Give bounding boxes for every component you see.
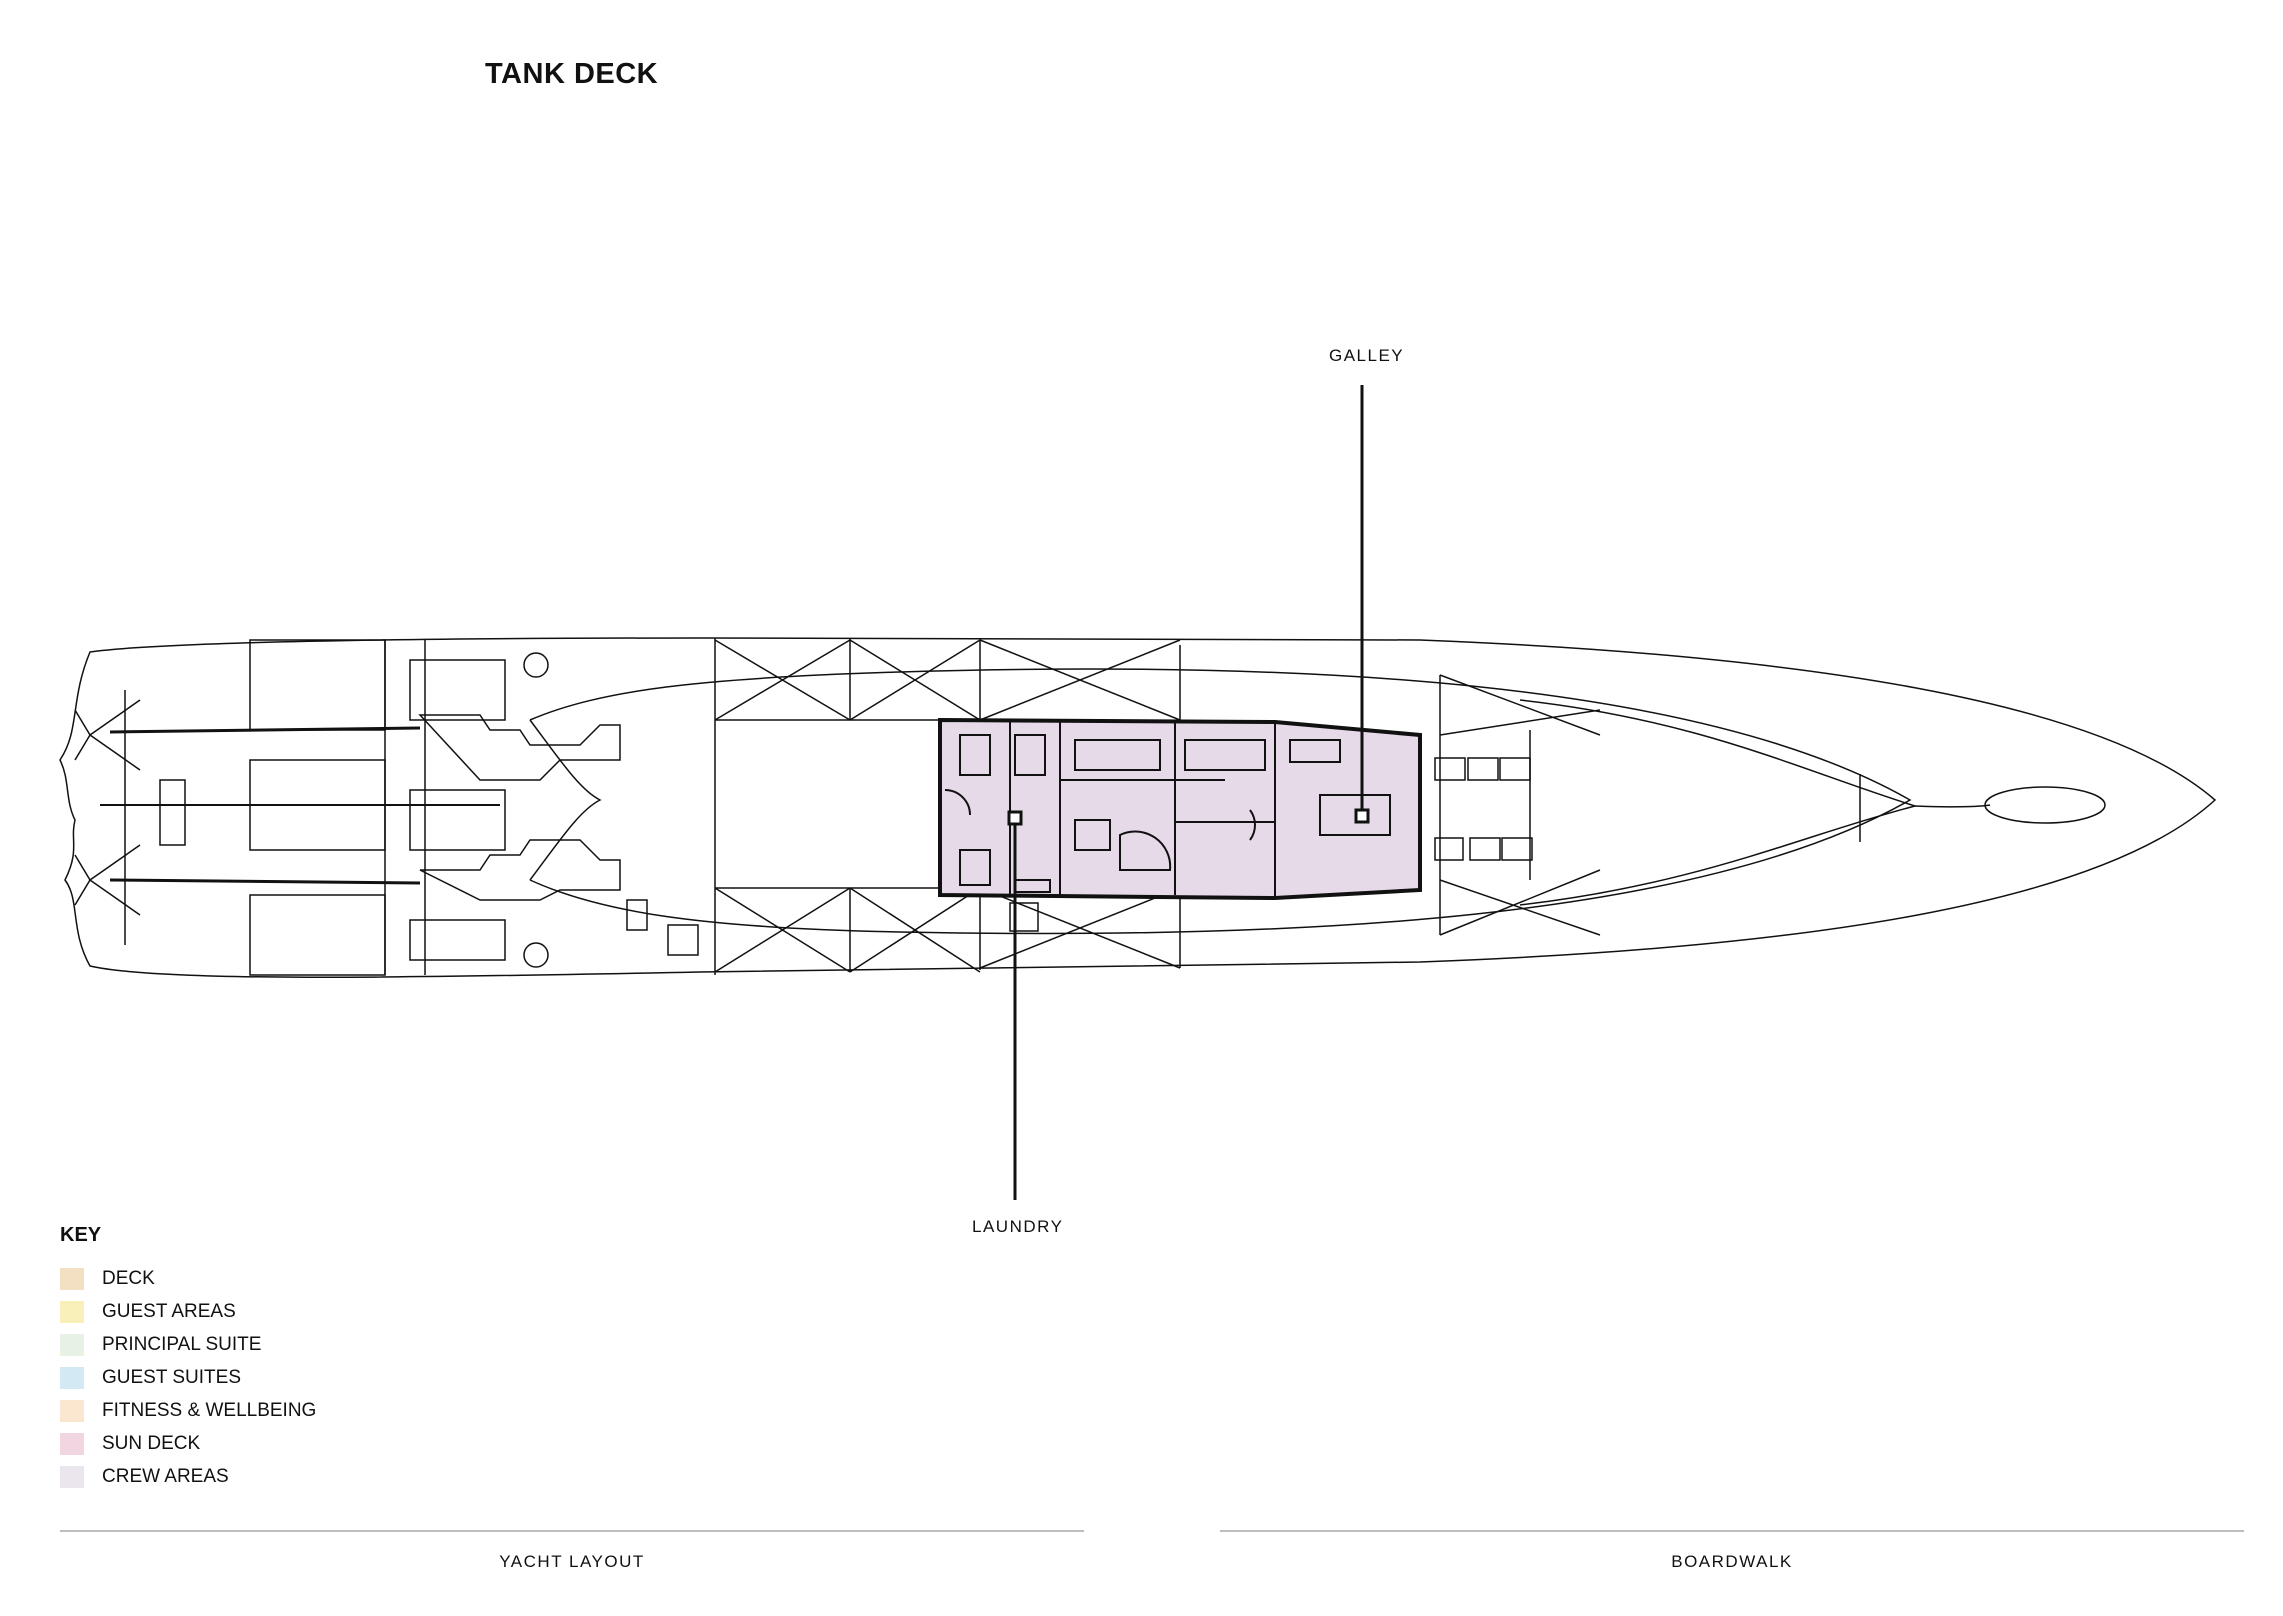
key-swatch [60,1432,84,1455]
key-item-sun-deck: SUN DECK [60,1427,316,1460]
key-item-guest-suites: GUEST SUITES [60,1361,316,1394]
key-label: DECK [102,1267,155,1289]
key-swatch [60,1366,84,1389]
footer-boardwalk: BOARDWALK [1671,1552,1793,1571]
key-item-deck: DECK [60,1262,316,1295]
bow-anchor [1984,786,2106,824]
key-item-fitness: FITNESS & WELLBEING [60,1394,316,1427]
footer-rule-right [1220,1530,2244,1532]
key-swatch [60,1465,84,1488]
key-swatch [60,1399,84,1422]
laundry-label: LAUNDRY [972,1217,1064,1236]
key-label: GUEST AREAS [102,1300,236,1322]
key-legend: DECK GUEST AREAS PRINCIPAL SUITE GUEST S… [60,1262,316,1493]
galley-label: GALLEY [1329,346,1405,365]
crew-area-block [938,717,1422,901]
key-label: PRINCIPAL SUITE [102,1333,262,1355]
footer-rule-left [60,1530,1084,1532]
key-item-principal-suite: PRINCIPAL SUITE [60,1328,316,1361]
key-label: FITNESS & WELLBEING [102,1399,317,1421]
inner-hull [529,668,1912,935]
key-label: SUN DECK [102,1432,201,1454]
footer-yacht-layout: YACHT LAYOUT [499,1552,645,1571]
bow-inner [1519,699,1918,906]
key-title: KEY [60,1224,102,1246]
key-swatch [60,1300,84,1323]
key-label: GUEST SUITES [102,1366,242,1388]
key-swatch [60,1333,84,1356]
key-label: CREW AREAS [102,1465,229,1487]
key-item-guest-areas: GUEST AREAS [60,1295,316,1328]
key-item-crew-areas: CREW AREAS [60,1460,316,1493]
page-title: TANK DECK [485,58,659,90]
key-swatch [60,1267,84,1290]
crew-area-highlight [938,717,1422,901]
hull-outline [59,637,2217,979]
